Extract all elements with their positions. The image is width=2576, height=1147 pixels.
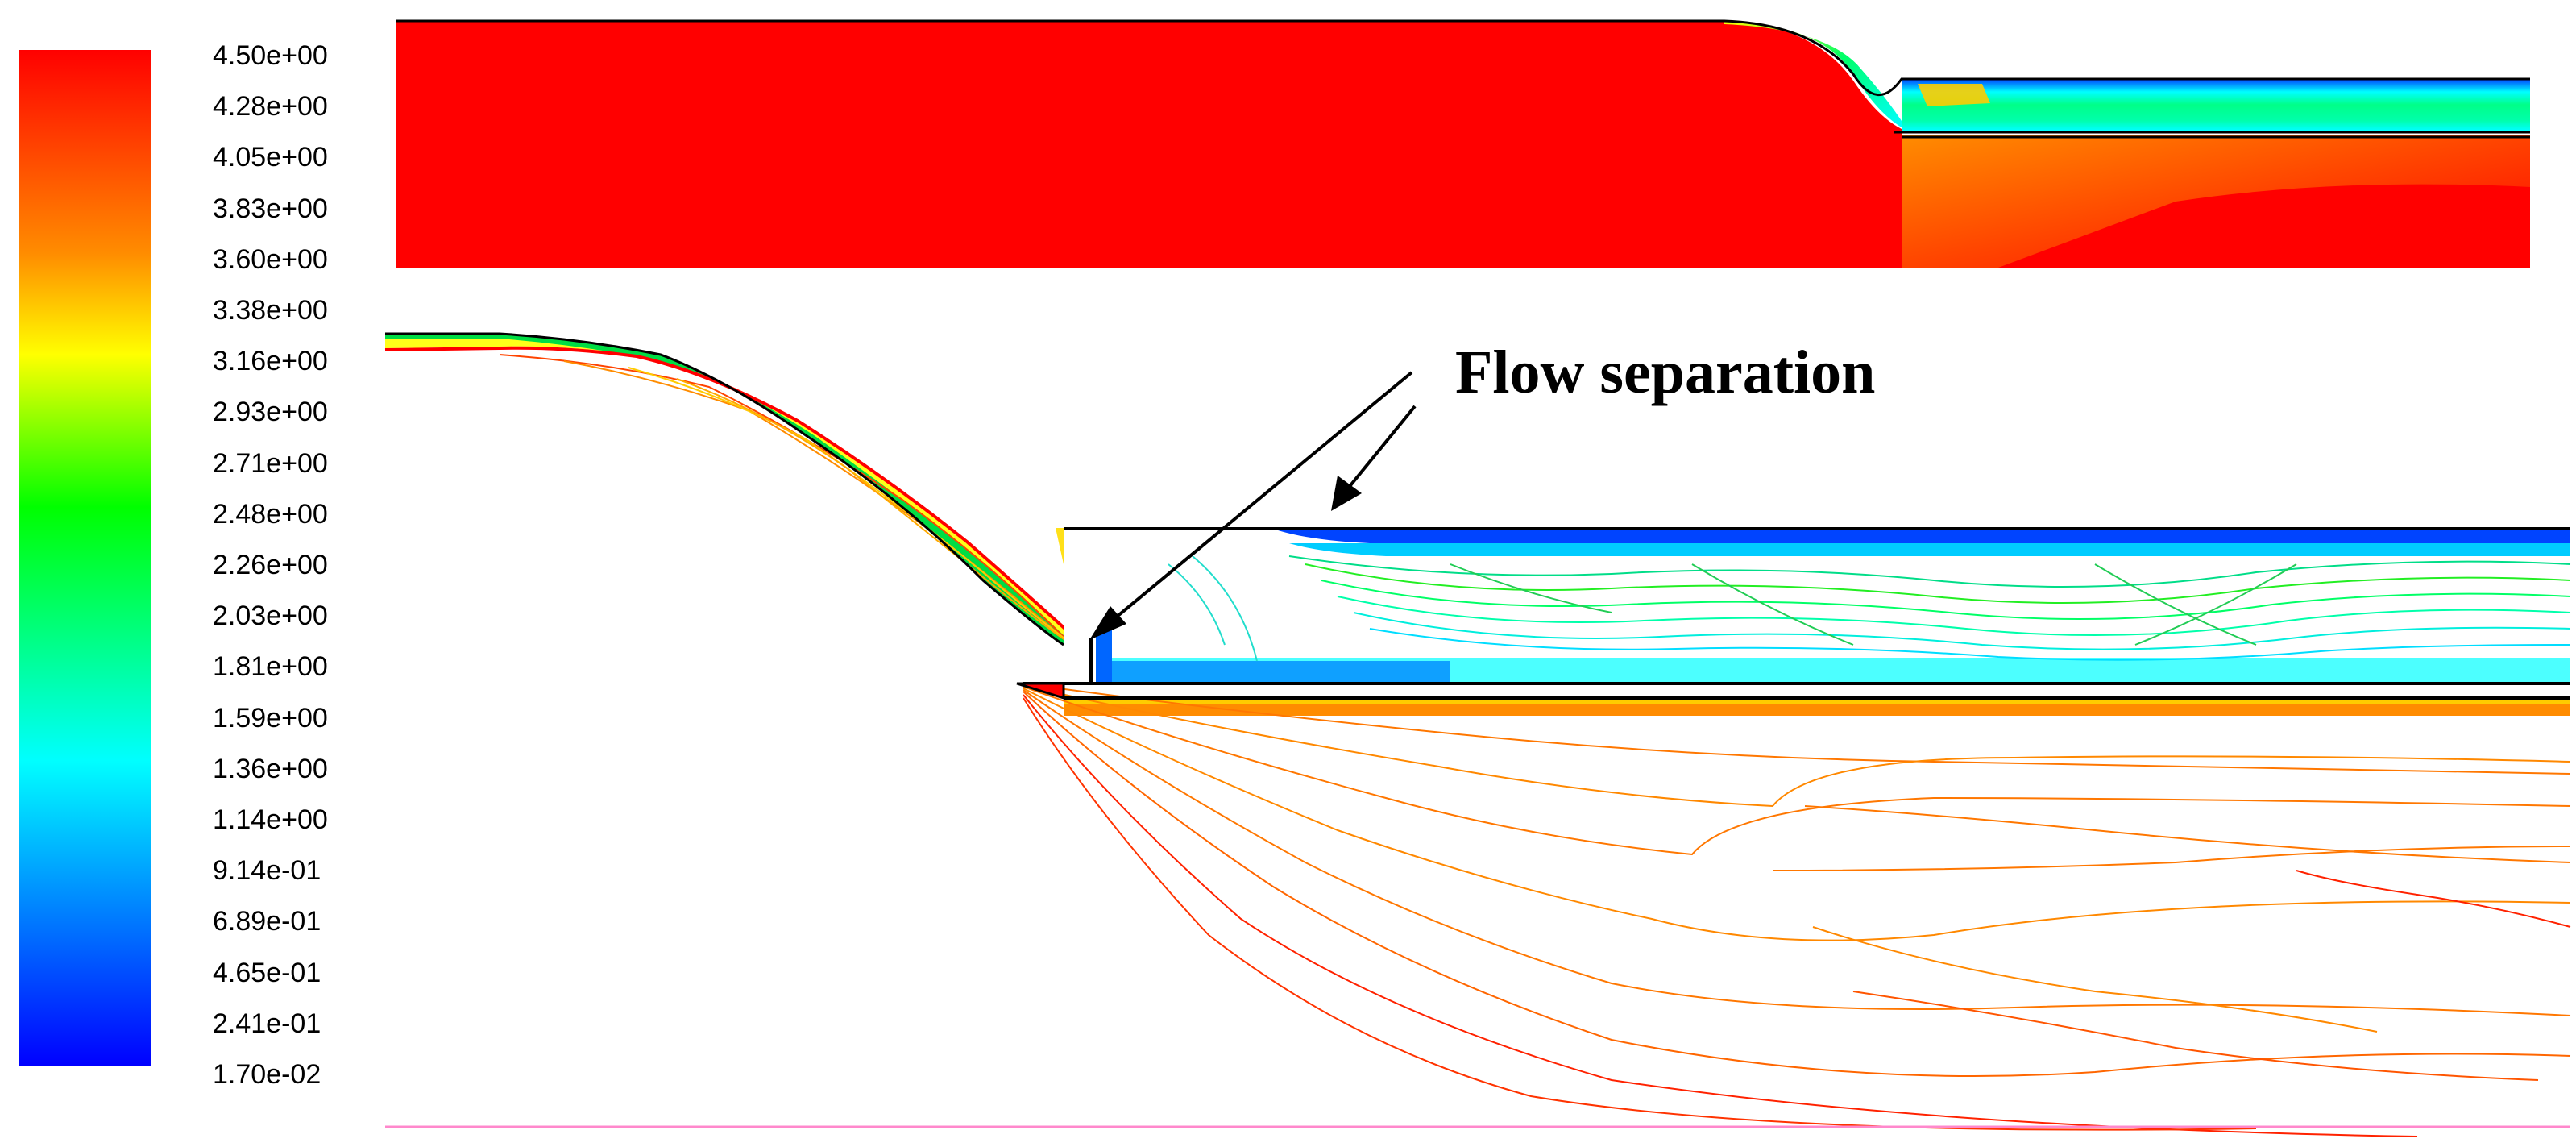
top-upper-duct-orange (1918, 84, 1990, 106)
separation-bubble (1096, 629, 1112, 682)
upper-duct-contours (1168, 555, 2571, 662)
splitter-tip (1016, 682, 1065, 700)
legend-tick-label: 9.14e-01 (213, 855, 321, 887)
legend-tick-label: 4.65e-01 (213, 957, 321, 988)
legend-tick-label: 3.16e+00 (213, 346, 328, 377)
ramp-contour-lines (499, 354, 1085, 654)
upper-duct-boundary-layer (1273, 529, 2570, 543)
lower-duct-yellow-band (1064, 700, 2570, 704)
lower-duct-blue-layer (1096, 661, 1450, 682)
legend-tick-label: 1.70e-02 (213, 1059, 321, 1090)
ramp-wall (385, 332, 1064, 646)
legend-tick-label: 3.38e+00 (213, 295, 328, 326)
colorbar-gradient (19, 50, 151, 1066)
upper-duct-cyan-layer (1289, 543, 2570, 556)
ramp-band-red-edge (384, 346, 1077, 640)
legend-tick-label: 2.03e+00 (213, 601, 328, 632)
legend-tick-label: 1.14e+00 (213, 804, 328, 835)
legend-tick-label: 4.05e+00 (213, 142, 328, 173)
legend-tick-label: 6.89e-01 (213, 906, 321, 937)
top-plot (396, 19, 2530, 268)
arrow-head-1 (1089, 606, 1126, 640)
plume-contours (1023, 683, 2571, 1137)
legend-tick-label: 3.60e+00 (213, 243, 328, 275)
legend-tick-label: 1.59e+00 (213, 702, 328, 733)
legend-tick-label: 2.93e+00 (213, 397, 328, 428)
top-outer-wall (396, 19, 2530, 96)
lower-duct-cyan-layer (1096, 658, 2570, 682)
top-lower-duct-red-wedge (1998, 184, 2530, 268)
arrow-head-2 (1331, 476, 1362, 511)
legend-tick-label: 4.28e+00 (213, 91, 328, 123)
flow-separation-label: Flow separation (1455, 339, 1876, 406)
legend-tick-label: 2.48e+00 (213, 498, 328, 530)
bottom-plot (384, 332, 2571, 1137)
top-splitter-wall (1894, 131, 2530, 139)
colorbar (19, 50, 151, 1066)
arrow-line-2 (1342, 405, 1417, 495)
legend-tick-label: 4.50e+00 (213, 40, 328, 71)
arrow-line-1 (1101, 371, 1413, 630)
ramp-band (385, 334, 1088, 651)
legend-tick-label: 1.81e+00 (213, 651, 328, 683)
ramp-band-green (385, 334, 1065, 645)
legend-tick-label: 2.71e+00 (213, 447, 328, 479)
legend-tick-label: 3.83e+00 (213, 193, 328, 224)
top-red-field (396, 21, 1902, 268)
legend-labels: 4.50e+00 4.28e+00 4.05e+00 3.83e+00 3.60e+00… (213, 0, 374, 1147)
top-upper-duct (1902, 79, 2530, 131)
legend-tick-label: 2.41e-01 (213, 1008, 321, 1039)
legend-tick-label: 2.26e+00 (213, 550, 328, 580)
legend-tick-label: 1.36e+00 (213, 753, 328, 784)
annotation-arrows (1089, 371, 1417, 640)
